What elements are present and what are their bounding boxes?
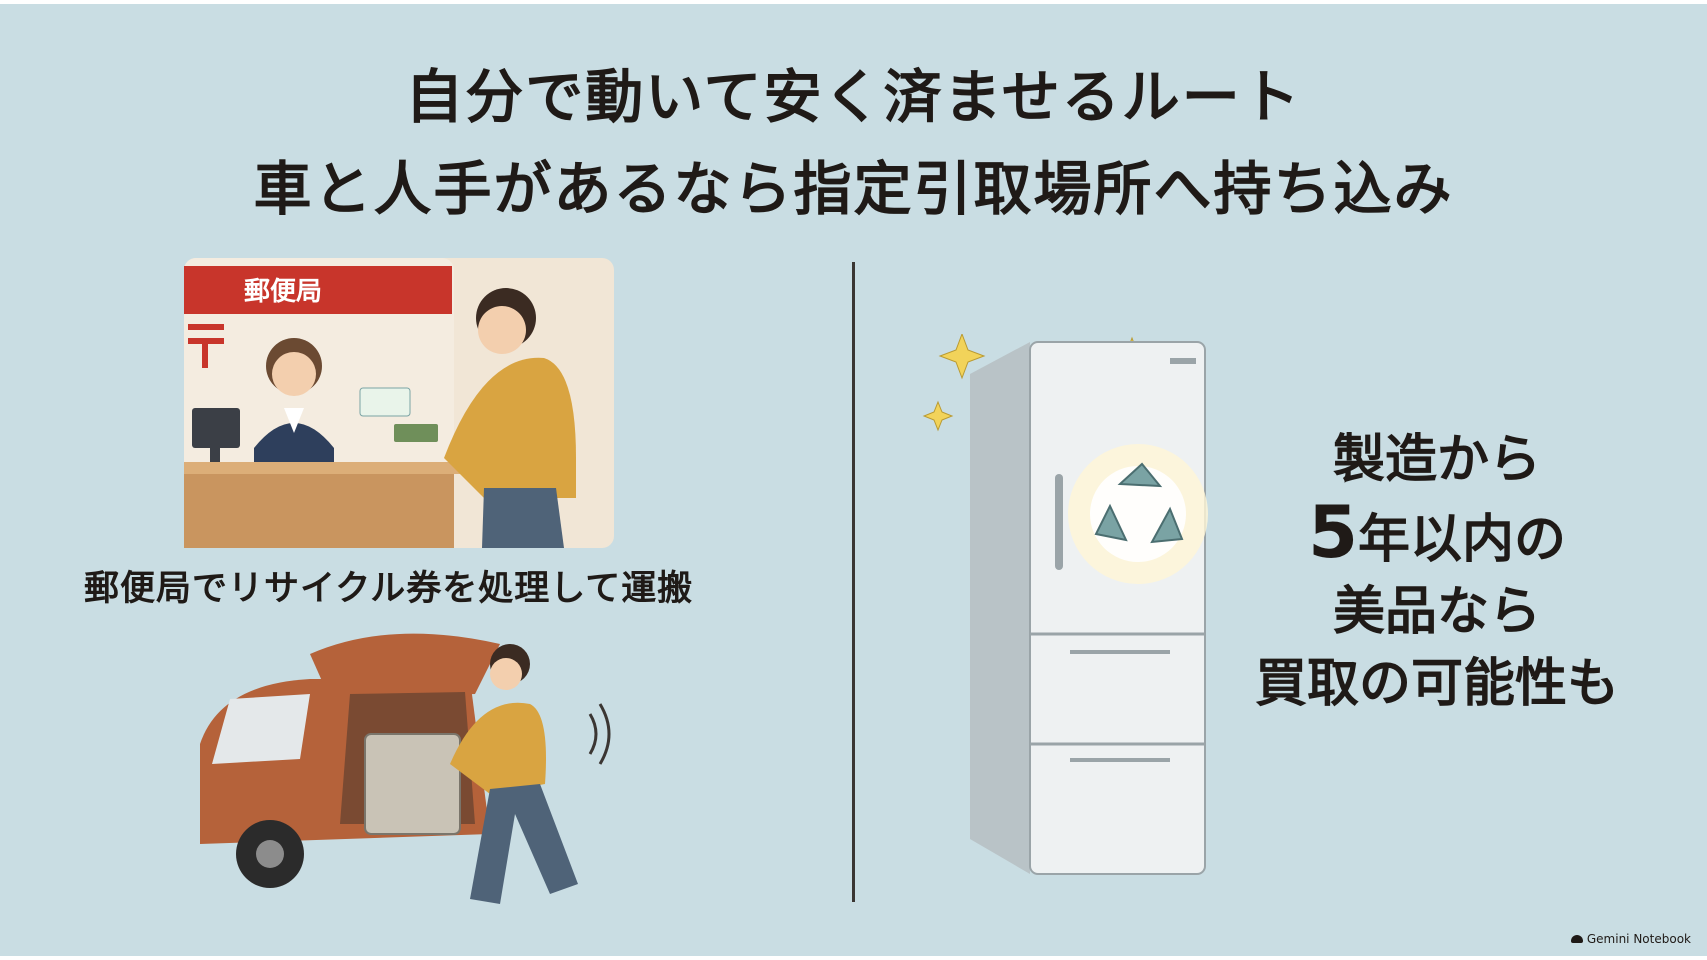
brand-watermark: Gemini Notebook [1570, 932, 1691, 946]
notebook-icon [1570, 935, 1583, 943]
years-number: 5 [1307, 490, 1359, 574]
title-line-2: 車と人手があるなら指定引取場所へ持ち込み [253, 155, 1454, 223]
years-suffix: 年以内の [1358, 510, 1567, 570]
vertical-divider [852, 262, 855, 902]
resale-line-4: 買取の可能性も [1254, 654, 1619, 714]
brand-label: Gemini Notebook [1586, 932, 1691, 946]
resale-line-1: 製造から [1332, 430, 1541, 490]
post-office-illustration: 郵便局 [184, 258, 614, 548]
resale-text: 製造から 5年以内の 美品なら 買取の可能性も [1222, 424, 1652, 720]
slide: 自分で動いて安く済ませるルート 車と人手があるなら指定引取場所へ持ち込み 郵便局 [0, 4, 1707, 956]
refrigerator-illustration [920, 334, 1220, 894]
car-loading-illustration [200, 624, 630, 924]
post-office-sign: 郵便局 [244, 277, 322, 307]
title-line-1: 自分で動いて安く済ませるルート [405, 63, 1302, 131]
resale-line-2: 5年以内の [1222, 496, 1652, 576]
post-office-caption: 郵便局でリサイクル券を処理して運搬 [84, 569, 694, 609]
resale-line-3: 美品なら [1332, 582, 1541, 642]
